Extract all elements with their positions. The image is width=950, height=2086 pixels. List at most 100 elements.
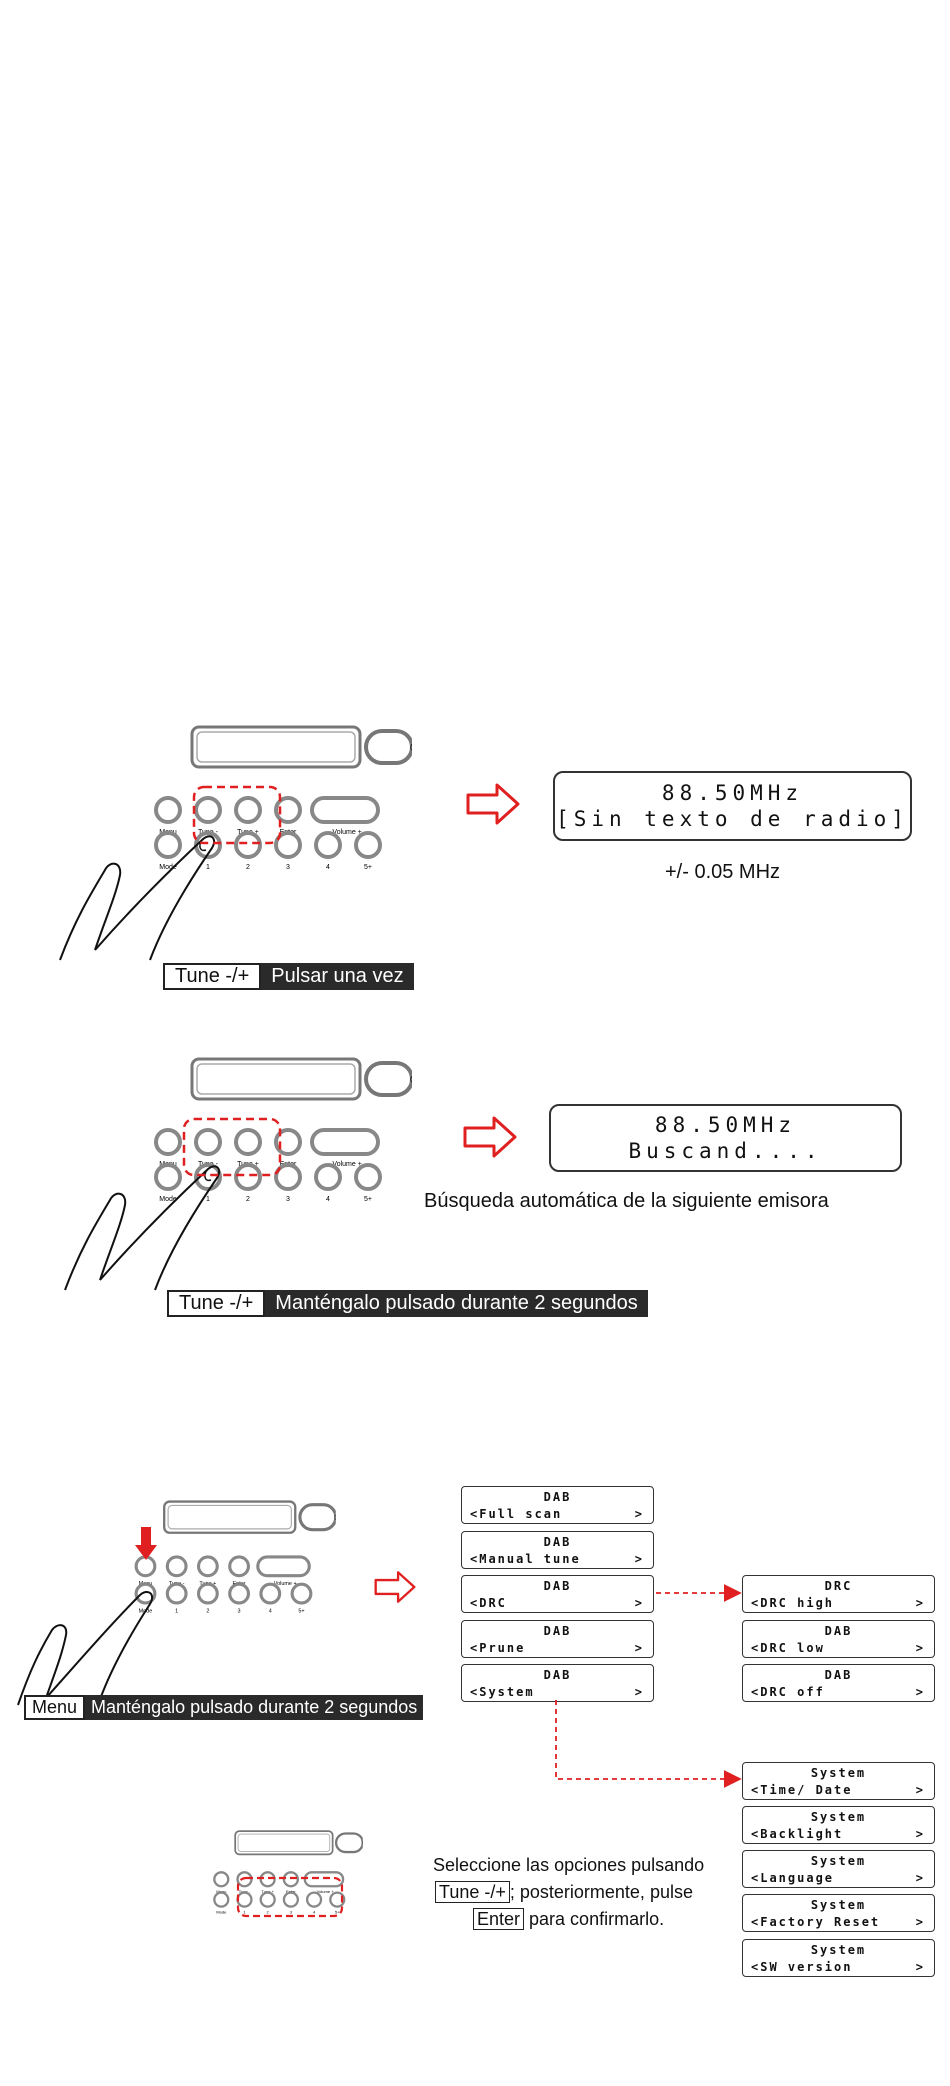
menu-title: DAB <box>543 1624 572 1638</box>
note-line2: ; posteriormente, pulse <box>509 1882 693 1902</box>
svg-text:4: 4 <box>326 864 330 871</box>
dab-menu-item: DAB <Prune > <box>461 1620 654 1658</box>
menu-title: System <box>810 1898 867 1912</box>
dab-menu-item: DAB<Full scan> <box>461 1486 654 1524</box>
step4-highlight-frame <box>236 1876 344 1918</box>
menu-title: DAB <box>824 1624 853 1638</box>
svg-text:3: 3 <box>290 1910 293 1915</box>
enter-key-label: Enter <box>473 1908 525 1930</box>
power-button <box>298 1503 338 1532</box>
menu-key-label: Menu <box>24 1695 86 1720</box>
menu-arrow: > <box>634 1507 644 1521</box>
step1-note: +/- 0.05 MHz <box>665 861 781 883</box>
step3-action: Manténgalo pulsado durante 2 segundos <box>85 1695 424 1720</box>
svg-text:3: 3 <box>286 1196 290 1203</box>
tune-plus-button <box>234 1128 262 1156</box>
lcd-status: Buscand.... <box>628 1139 823 1163</box>
step3-selection-note: Seleccione las opciones pulsando Tune -/… <box>433 1852 725 1933</box>
step1-highlight-frame <box>192 785 282 845</box>
svg-text:2: 2 <box>246 1196 250 1203</box>
menu-option: <Language <box>751 1871 835 1885</box>
system-menu-item: System <Factory Reset > <box>742 1894 935 1932</box>
svg-text:- Volume +: - Volume + <box>270 1581 296 1587</box>
enter-button <box>228 1555 250 1578</box>
svg-text:3: 3 <box>286 864 290 871</box>
menu-option: <DRC off <box>751 1685 825 1699</box>
drc-menu-item: DAB<DRC off> <box>742 1664 935 1702</box>
svg-text:5+: 5+ <box>335 1910 340 1915</box>
menu-title: DAB <box>543 1579 572 1593</box>
svg-text:Mode: Mode <box>159 1196 177 1203</box>
menu-arrow: > <box>915 1783 925 1797</box>
step3-instruction-label: Menu Manténgalo pulsado durante 2 segund… <box>24 1695 424 1720</box>
svg-text:1: 1 <box>206 1196 210 1203</box>
menu-arrow: > <box>915 1871 925 1885</box>
svg-text:5+: 5+ <box>364 1196 372 1203</box>
menu-arrow: > <box>915 1596 925 1610</box>
step2-panel: ⏻ Menu Tune - Tune + Enter - Volume + <box>152 1057 419 1257</box>
step1-instruction-label: Tune -/+ Pulsar una vez <box>163 963 414 990</box>
radio-display <box>190 725 362 769</box>
radio-control-panel: ⏻ Menu Tune - Tune + Enter - Volume + <box>154 1057 419 1203</box>
menu-option: <System <box>470 1685 535 1699</box>
menu-arrow: > <box>634 1641 644 1655</box>
menu-option: <SW version <box>751 1960 853 1974</box>
tune-plus-button <box>259 1871 276 1888</box>
step2-highlight-frame <box>182 1117 282 1177</box>
radio-display <box>234 1830 334 1856</box>
lcd-frequency: 88.50MHz <box>654 1112 797 1137</box>
svg-text:4: 4 <box>326 1196 330 1203</box>
menu-option: <Prune <box>470 1641 526 1655</box>
menu-title: DAB <box>543 1490 572 1504</box>
volume-button <box>256 1555 311 1578</box>
menu-option: <Factory Reset <box>751 1915 881 1929</box>
tune-plus-button <box>196 1555 219 1578</box>
drc-menu-item: DAB<DRC low> <box>742 1620 935 1658</box>
menu-arrow: > <box>634 1596 644 1610</box>
dab-menu-item: DAB<Manual tune> <box>461 1531 654 1569</box>
radio-display <box>163 1500 297 1534</box>
enter-button <box>282 1871 299 1888</box>
menu-title: System <box>810 1766 867 1780</box>
menu-arrow: > <box>915 1685 925 1699</box>
svg-text:5+: 5+ <box>298 1608 304 1614</box>
press-down-arrow-icon <box>135 1527 157 1560</box>
menu-option: <DRC low <box>751 1641 825 1655</box>
power-button <box>334 1832 364 1854</box>
menu-arrow: > <box>634 1552 644 1566</box>
svg-text:5+: 5+ <box>364 864 372 871</box>
svg-text:Mode: Mode <box>159 864 177 871</box>
menu-option: <DRC high <box>751 1596 835 1610</box>
lcd-radio-text: [Sin texto de radio] <box>556 807 909 831</box>
menu-arrow: > <box>915 1915 925 1929</box>
menu-arrow: > <box>915 1827 925 1841</box>
enter-button <box>274 796 302 824</box>
tune-minus-button <box>194 1128 222 1156</box>
note-line1: Seleccione las opciones pulsando <box>433 1855 705 1875</box>
arrow-right-icon <box>463 1116 517 1158</box>
volume-button <box>303 1871 345 1888</box>
system-menu-item: System<SW version> <box>742 1939 935 1977</box>
tune-key-label: Tune -/+ <box>435 1881 510 1903</box>
system-menu-item: System <Backlight > <box>742 1806 935 1844</box>
menu-title: DRC <box>824 1579 853 1593</box>
arrow-right-icon <box>466 783 520 825</box>
svg-text:2: 2 <box>267 1910 270 1915</box>
svg-text:4: 4 <box>269 1608 272 1614</box>
step2-instruction-label: Tune -/+ Manténgalo pulsado durante 2 se… <box>167 1290 648 1317</box>
svg-text:- Volume +: - Volume + <box>328 829 362 836</box>
step2-hand-illustration <box>64 1165 221 1291</box>
tune-plus-button <box>234 796 262 824</box>
menu-button <box>154 1128 182 1156</box>
tune-key-label: Tune -/+ <box>163 963 262 990</box>
menu-arrow: > <box>915 1960 925 1974</box>
menu-title: System <box>810 1810 867 1824</box>
drc-menu-item: DRC <DRC high > <box>742 1575 935 1613</box>
menu-option: <Backlight <box>751 1827 844 1841</box>
menu-button <box>154 796 182 824</box>
svg-text:- Volume +: - Volume + <box>328 1161 362 1168</box>
radio-display <box>190 1057 362 1101</box>
step2-note: Búsqueda automática de la siguiente emis… <box>424 1190 829 1212</box>
system-menu-item: System<Time/ Date> <box>742 1762 935 1800</box>
